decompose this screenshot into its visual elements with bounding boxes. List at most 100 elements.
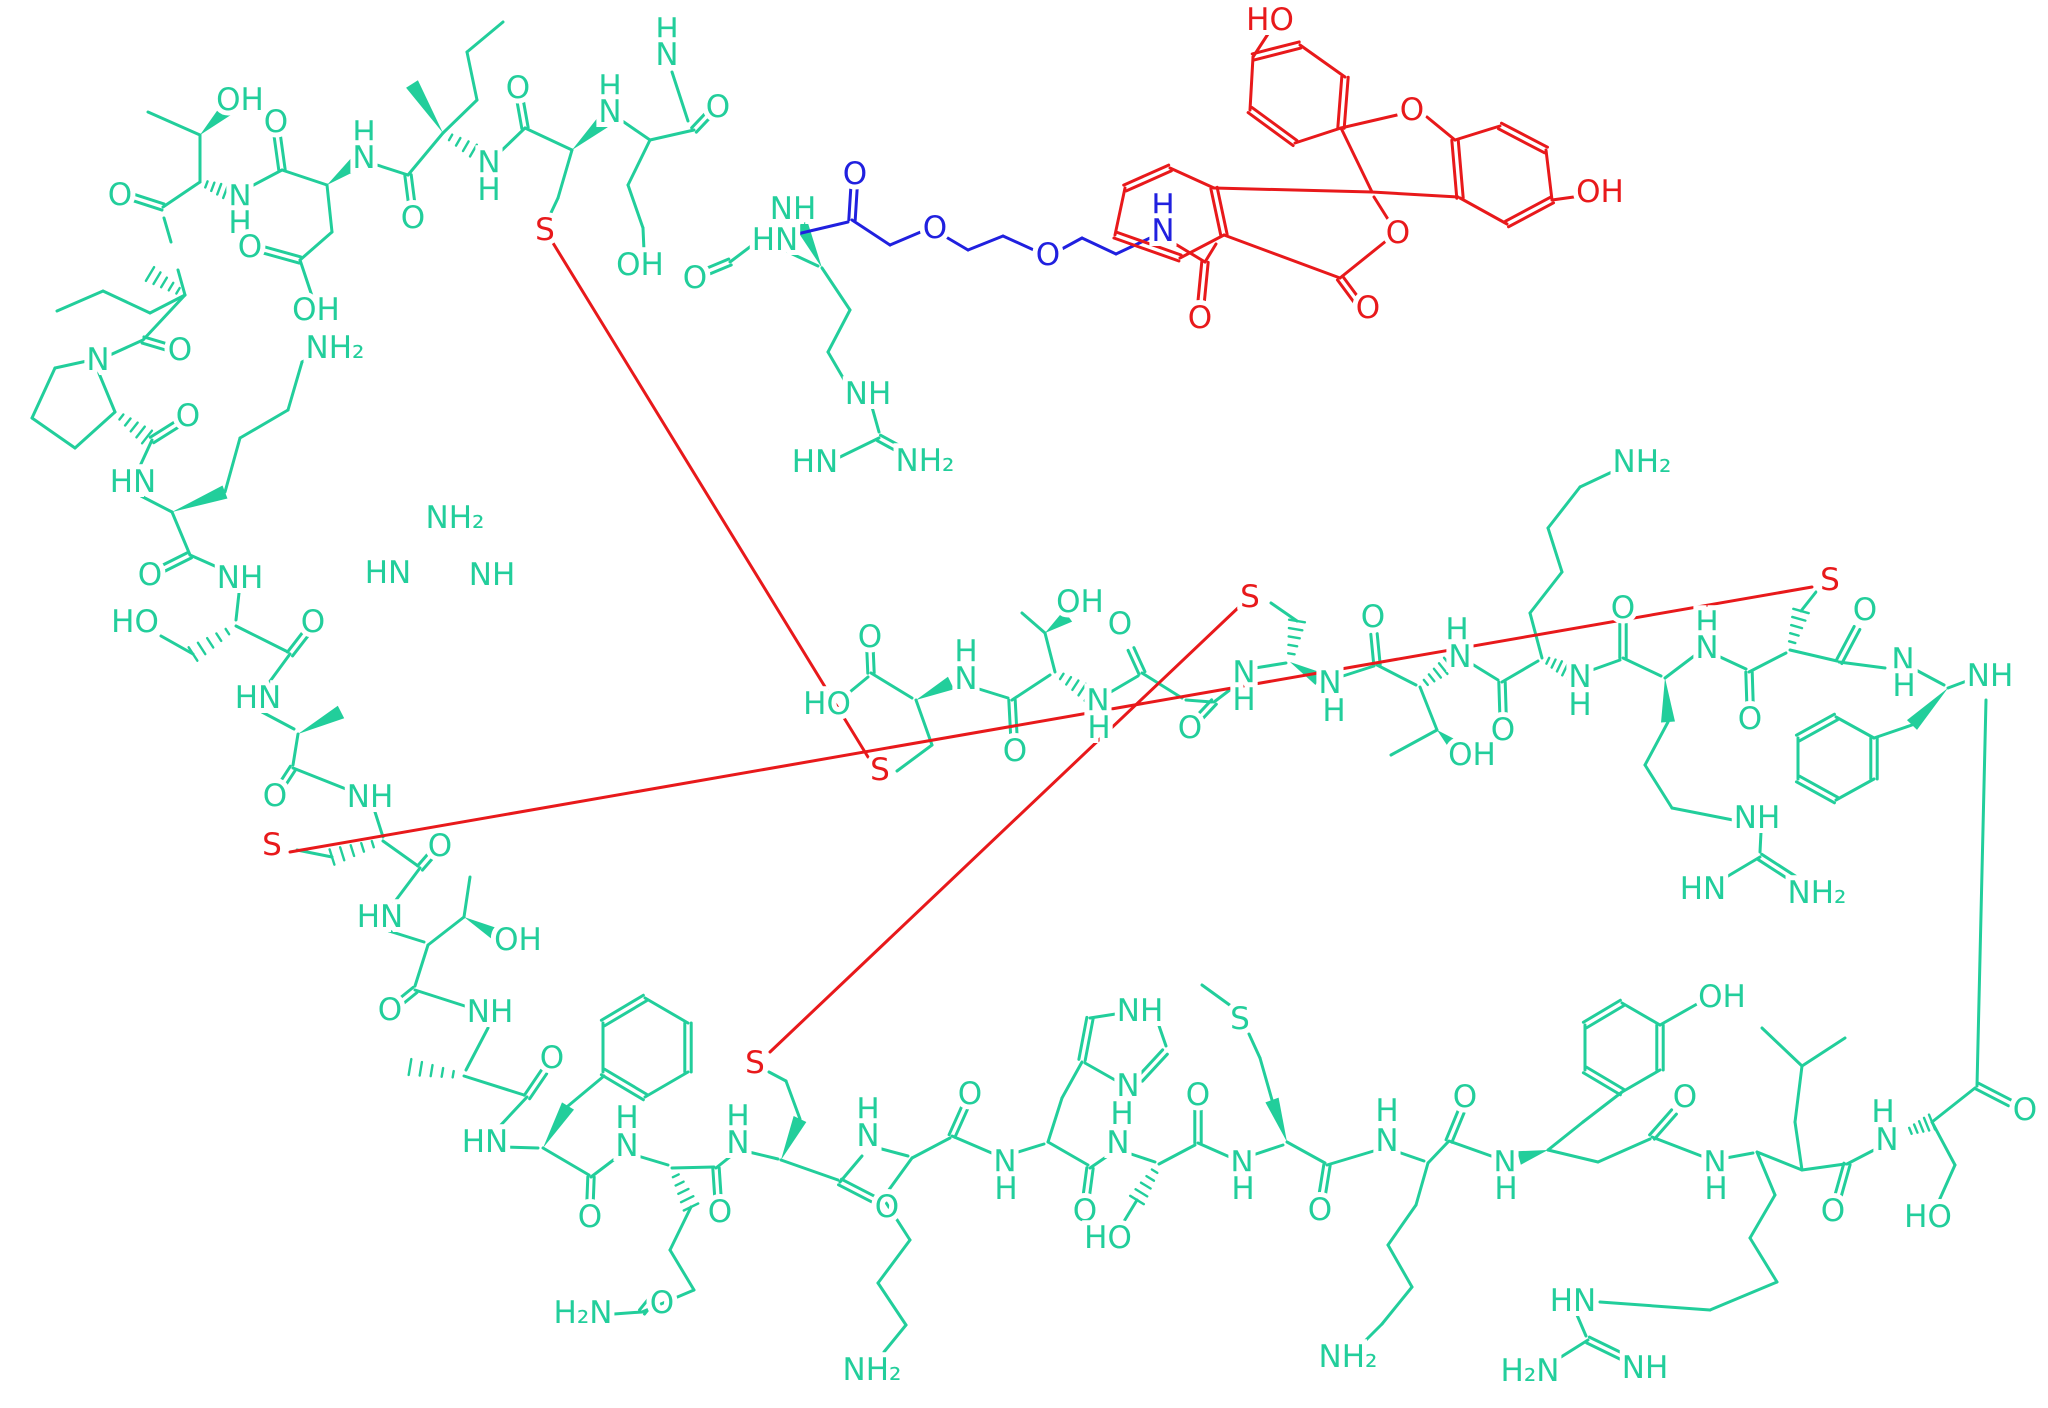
atom-label: O (683, 260, 707, 296)
bond (148, 293, 187, 315)
bond (1375, 663, 1418, 687)
bond (950, 1134, 996, 1156)
atom-label: N (477, 145, 500, 181)
atom-label: H (726, 1099, 749, 1135)
atom-label: NH (469, 557, 516, 593)
bond (668, 1248, 696, 1292)
bond (223, 436, 242, 494)
bond (1976, 1081, 2013, 1102)
bond (1447, 1139, 1496, 1159)
atom-label: N (598, 94, 621, 130)
atom-label: H (228, 205, 251, 241)
bond (140, 429, 154, 445)
atom-label: O (138, 557, 162, 593)
bond (387, 929, 426, 944)
bond (1386, 1243, 1414, 1289)
bond (1794, 712, 1836, 737)
bond (547, 196, 560, 219)
bond (1458, 196, 1509, 226)
bond (826, 308, 852, 354)
bond (826, 350, 851, 390)
bond (1375, 632, 1382, 667)
bond (947, 1104, 964, 1137)
atom-label: N (1695, 630, 1718, 666)
bond (462, 875, 472, 919)
atom-label: O (1611, 590, 1635, 626)
wedge-bond (327, 157, 361, 185)
bond (694, 112, 715, 134)
wedge-bond (1290, 662, 1323, 686)
bond (1833, 1161, 1846, 1197)
bond (1251, 1143, 1285, 1157)
atom-label: N (1230, 1145, 1253, 1181)
atom-label: N (1448, 639, 1471, 675)
bond (1285, 1140, 1327, 1165)
atom-label: OH (616, 247, 664, 283)
atom-label: H (1695, 605, 1718, 641)
atom-label: H (1871, 1094, 1894, 1130)
bond (1114, 230, 1183, 257)
atom-label: NH (1622, 1350, 1669, 1386)
atom-label: O (875, 1189, 899, 1225)
bond (643, 1070, 690, 1099)
atom-label: NH₂ (1613, 444, 1672, 480)
atom-label: N (615, 1128, 638, 1164)
bond (1013, 1142, 1046, 1155)
atom-label: O (1108, 606, 1132, 642)
bond (291, 766, 353, 793)
atom-label: O (650, 1285, 674, 1321)
bond (234, 591, 241, 622)
atom-label: H (1892, 668, 1915, 704)
bond (1046, 1096, 1064, 1144)
atom-label: H (1087, 710, 1110, 746)
bond (1794, 780, 1836, 805)
bond (266, 652, 292, 686)
bond (1550, 658, 1557, 669)
bond (281, 768, 298, 792)
atom-label: N (1151, 213, 1174, 249)
bond (1575, 1313, 1588, 1338)
bond (1432, 667, 1443, 679)
bond (1790, 623, 1804, 630)
bond (370, 839, 375, 849)
bond (325, 183, 334, 234)
bond (101, 289, 152, 315)
bond (278, 132, 287, 172)
bond (1724, 1151, 1755, 1160)
bond (1339, 126, 1374, 194)
bond (1840, 627, 1862, 665)
bond (285, 628, 306, 654)
atom-label: O (540, 1040, 564, 1076)
bond (1080, 236, 1118, 256)
bond (1872, 723, 1914, 740)
bond (1930, 1086, 1977, 1124)
wedge-bond (1265, 1097, 1287, 1142)
bond (204, 180, 209, 189)
bond (129, 198, 164, 212)
bond (1550, 194, 1583, 202)
bond (497, 1095, 529, 1129)
bond (420, 853, 437, 872)
atom-label: H (1232, 682, 1255, 718)
atom-label: H (1322, 693, 1345, 729)
bond (1791, 615, 1807, 622)
bond (1837, 660, 1887, 670)
bond (196, 641, 207, 656)
atom-label: NH₂ (1788, 875, 1847, 911)
bond (108, 338, 145, 357)
bond (1317, 1162, 1326, 1197)
bond (1596, 1137, 1652, 1164)
bond (523, 126, 574, 152)
atom-label: S (1820, 562, 1840, 598)
bond (30, 416, 77, 450)
bond (1010, 673, 1052, 702)
bond (135, 425, 146, 439)
bond (641, 226, 646, 253)
bond (416, 849, 433, 868)
bond (888, 229, 925, 247)
atom-label: O (1178, 710, 1202, 746)
bond (409, 173, 417, 208)
bond (263, 245, 303, 259)
atom-label: H (598, 69, 621, 105)
